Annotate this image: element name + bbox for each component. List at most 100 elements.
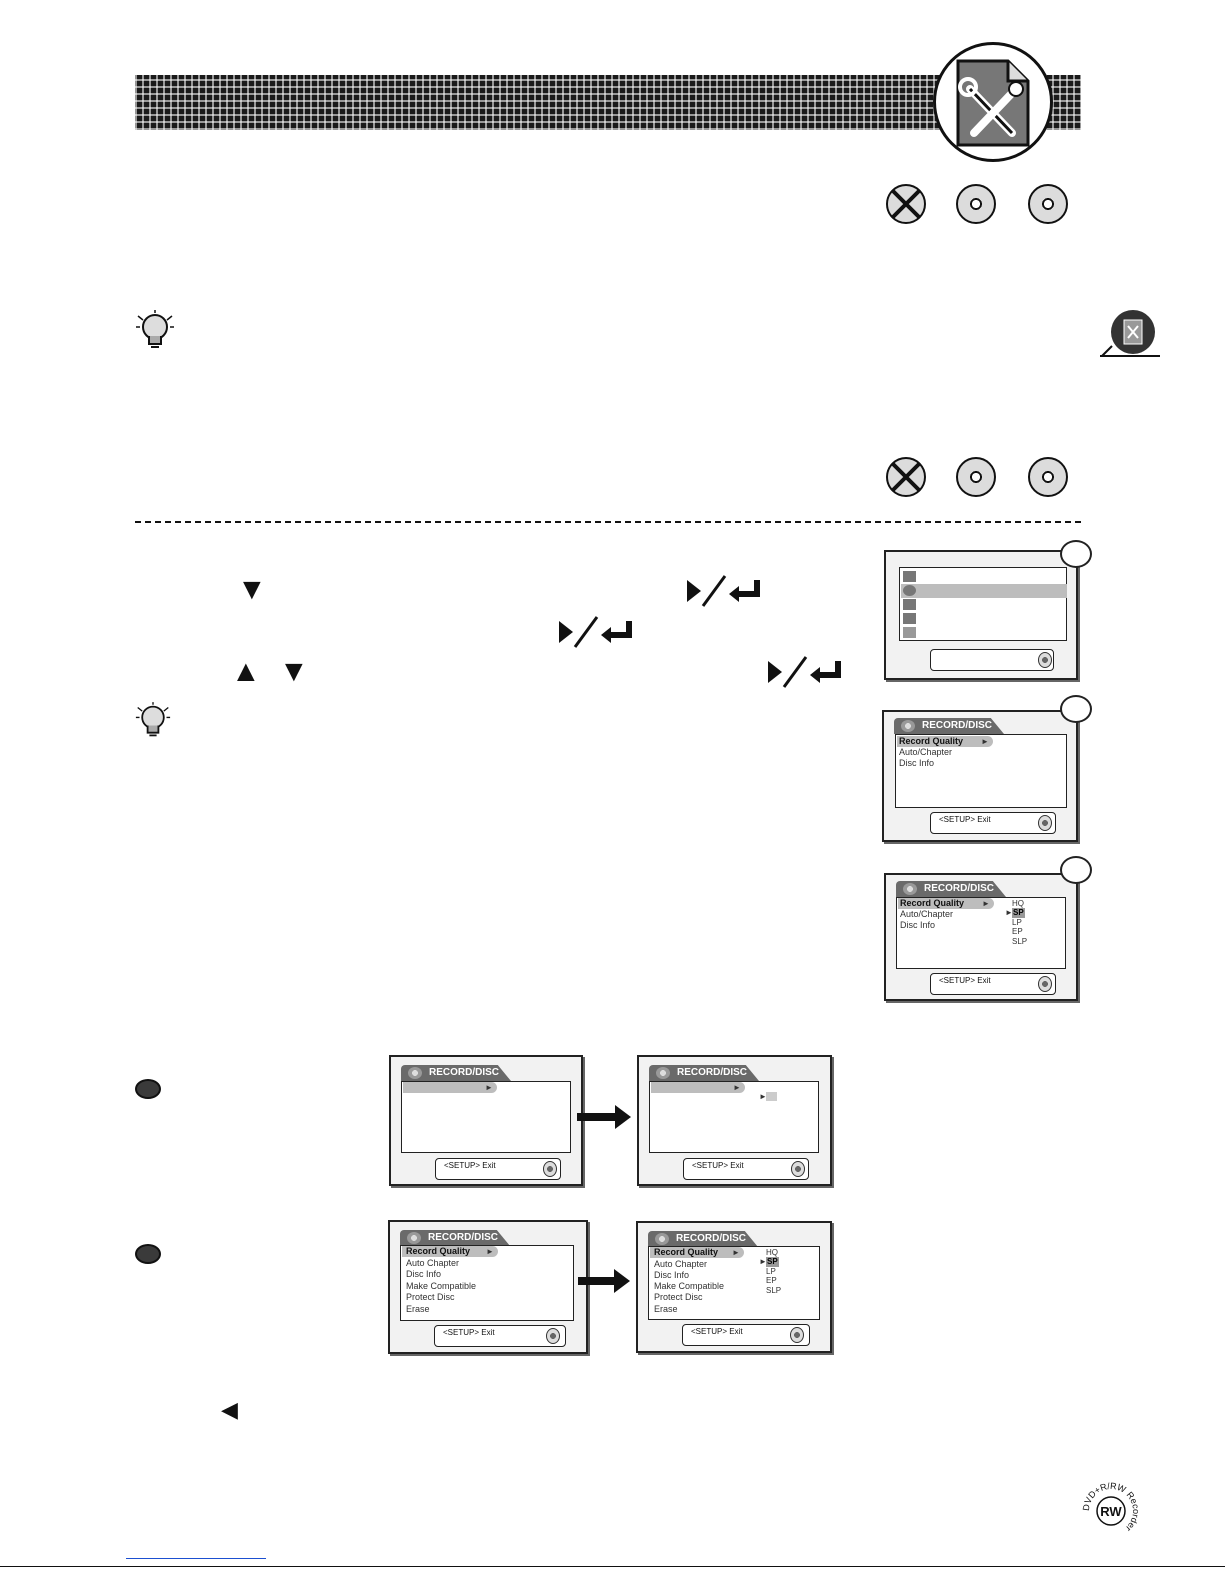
osd-setup-menu <box>884 550 1078 680</box>
nav-pad-icon <box>1038 815 1052 831</box>
quality-option: LP <box>766 1267 776 1276</box>
osd-menu-panel <box>401 1081 571 1153</box>
quality-option: EP <box>1012 927 1023 936</box>
menu-item: Make Compatible <box>654 1281 725 1291</box>
osd-footer: <SETUP> Exit <box>930 812 1056 834</box>
section-divider <box>135 521 1081 523</box>
option-pointer-icon: ► <box>759 1092 767 1101</box>
disc-crossed-icon <box>886 457 926 497</box>
lightbulb-icon <box>135 310 175 352</box>
menu-item: Record Quality <box>654 1247 719 1257</box>
osd-tab-title: RECORD/DISC <box>429 1067 500 1078</box>
menu-item: Disc Info <box>654 1270 690 1280</box>
osd-example-after: RECORD/DISC Record Quality ► Auto Chapte… <box>636 1221 832 1353</box>
svg-text:RW: RW <box>1100 1504 1122 1519</box>
menu-item: Auto Chapter <box>406 1258 460 1268</box>
nav-pad-icon <box>1038 976 1052 992</box>
quality-option-selected: SP <box>1012 908 1025 918</box>
disc-crossed-icon <box>886 184 926 224</box>
callout-bubble <box>1060 540 1092 568</box>
menu-item: Record Quality <box>899 736 964 746</box>
menu-item: Disc Info <box>406 1269 442 1279</box>
disc-tab-icon <box>901 720 915 732</box>
quality-option: LP <box>1012 918 1022 927</box>
menu-item: Auto/Chapter <box>900 909 954 919</box>
osd-footer <box>930 649 1054 671</box>
up-arrow-icon: ▲ <box>231 655 261 688</box>
osd-tab: RECORD/DISC <box>896 881 1006 897</box>
menu-highlight-row <box>402 1246 498 1257</box>
play-enter-icon <box>557 615 633 649</box>
menu-highlight-row <box>651 1082 745 1093</box>
footer-label: <SETUP> Exit <box>939 815 991 824</box>
osd-tab-title: RECORD/DISC <box>677 1067 748 1078</box>
footer-label: <SETUP> Exit <box>444 1161 496 1170</box>
left-arrow-icon: ◀ <box>221 1397 238 1422</box>
menu-item: Erase <box>406 1304 430 1314</box>
menu-icon <box>903 613 916 624</box>
disc-icon <box>1028 184 1068 224</box>
nav-pad-icon <box>790 1327 804 1343</box>
lightbulb-icon <box>135 702 171 740</box>
menu-item: Protect Disc <box>406 1292 455 1302</box>
menu-item: Protect Disc <box>654 1292 703 1302</box>
menu-icon <box>903 627 916 638</box>
osd-menu-panel <box>648 1246 820 1320</box>
menu-item: Make Compatible <box>406 1281 477 1291</box>
menu-item: Disc Info <box>900 920 936 930</box>
footer-label: <SETUP> Exit <box>443 1328 495 1337</box>
quality-option: HQ <box>766 1248 778 1257</box>
osd-menu-panel <box>896 897 1066 969</box>
menu-highlight-row <box>403 1082 497 1093</box>
footer-label: <SETUP> Exit <box>692 1161 744 1170</box>
disc-icon <box>956 457 996 497</box>
menu-highlight-row <box>901 584 1067 598</box>
osd-footer: <SETUP> Exit <box>682 1324 810 1346</box>
play-enter-icon <box>685 574 761 608</box>
menu-icon <box>903 571 916 582</box>
menu-arrow-icon: ► <box>733 1083 741 1092</box>
disc-tab-icon <box>407 1232 421 1244</box>
osd-record-disc-menu: RECORD/DISC Record Quality ► Auto/Chapte… <box>882 710 1078 842</box>
settings-document-icon <box>1100 308 1160 358</box>
menu-arrow-icon: ► <box>486 1247 494 1256</box>
disc-icon <box>1028 457 1068 497</box>
footer-label: <SETUP> Exit <box>939 976 991 985</box>
osd-tab: RECORD/DISC <box>649 1065 759 1081</box>
disc-tab-icon <box>408 1067 422 1079</box>
osd-menu-panel <box>899 567 1067 641</box>
menu-item: Auto/Chapter <box>899 747 953 757</box>
setup-wrench-icon <box>933 42 1053 162</box>
osd-footer: <SETUP> Exit <box>434 1325 566 1347</box>
osd-tab: RECORD/DISC <box>894 718 1004 734</box>
footer-rule <box>0 1566 1225 1567</box>
menu-item: Erase <box>654 1304 678 1314</box>
menu-arrow-icon: ► <box>981 737 989 746</box>
play-enter-icon <box>766 655 842 689</box>
down-arrow-icon: ▼ <box>237 573 267 606</box>
callout-bubble <box>1060 695 1092 723</box>
osd-tab: RECORD/DISC <box>400 1230 510 1246</box>
disc-icon <box>956 184 996 224</box>
menu-arrow-icon: ► <box>982 899 990 908</box>
footer-link-line <box>126 1558 266 1559</box>
disc-tab-icon <box>903 883 917 895</box>
osd-tab: RECORD/DISC <box>401 1065 511 1081</box>
menu-icon <box>903 585 916 596</box>
osd-footer: <SETUP> Exit <box>435 1158 561 1180</box>
nav-pad-icon <box>791 1161 805 1177</box>
option-pointer-icon: ► <box>759 1257 767 1266</box>
disc-tab-icon <box>656 1067 670 1079</box>
osd-tab-title: RECORD/DISC <box>428 1232 499 1243</box>
option-pointer-icon: ► <box>1005 908 1013 917</box>
osd-example-before: RECORD/DISC Record Quality ► Auto Chapte… <box>388 1220 588 1354</box>
quality-option: SLP <box>1012 937 1028 946</box>
quality-option: HQ <box>1012 899 1024 908</box>
menu-arrow-icon: ► <box>732 1248 740 1257</box>
nav-pad-icon <box>546 1328 560 1344</box>
menu-item: Record Quality <box>406 1246 471 1256</box>
dvd-recorder-logo: RW DVD+R/RW Recorder <box>1080 1480 1142 1542</box>
nav-pad-icon <box>1038 652 1052 668</box>
osd-tab-title: RECORD/DISC <box>922 720 993 731</box>
menu-item: Record Quality <box>900 898 965 908</box>
